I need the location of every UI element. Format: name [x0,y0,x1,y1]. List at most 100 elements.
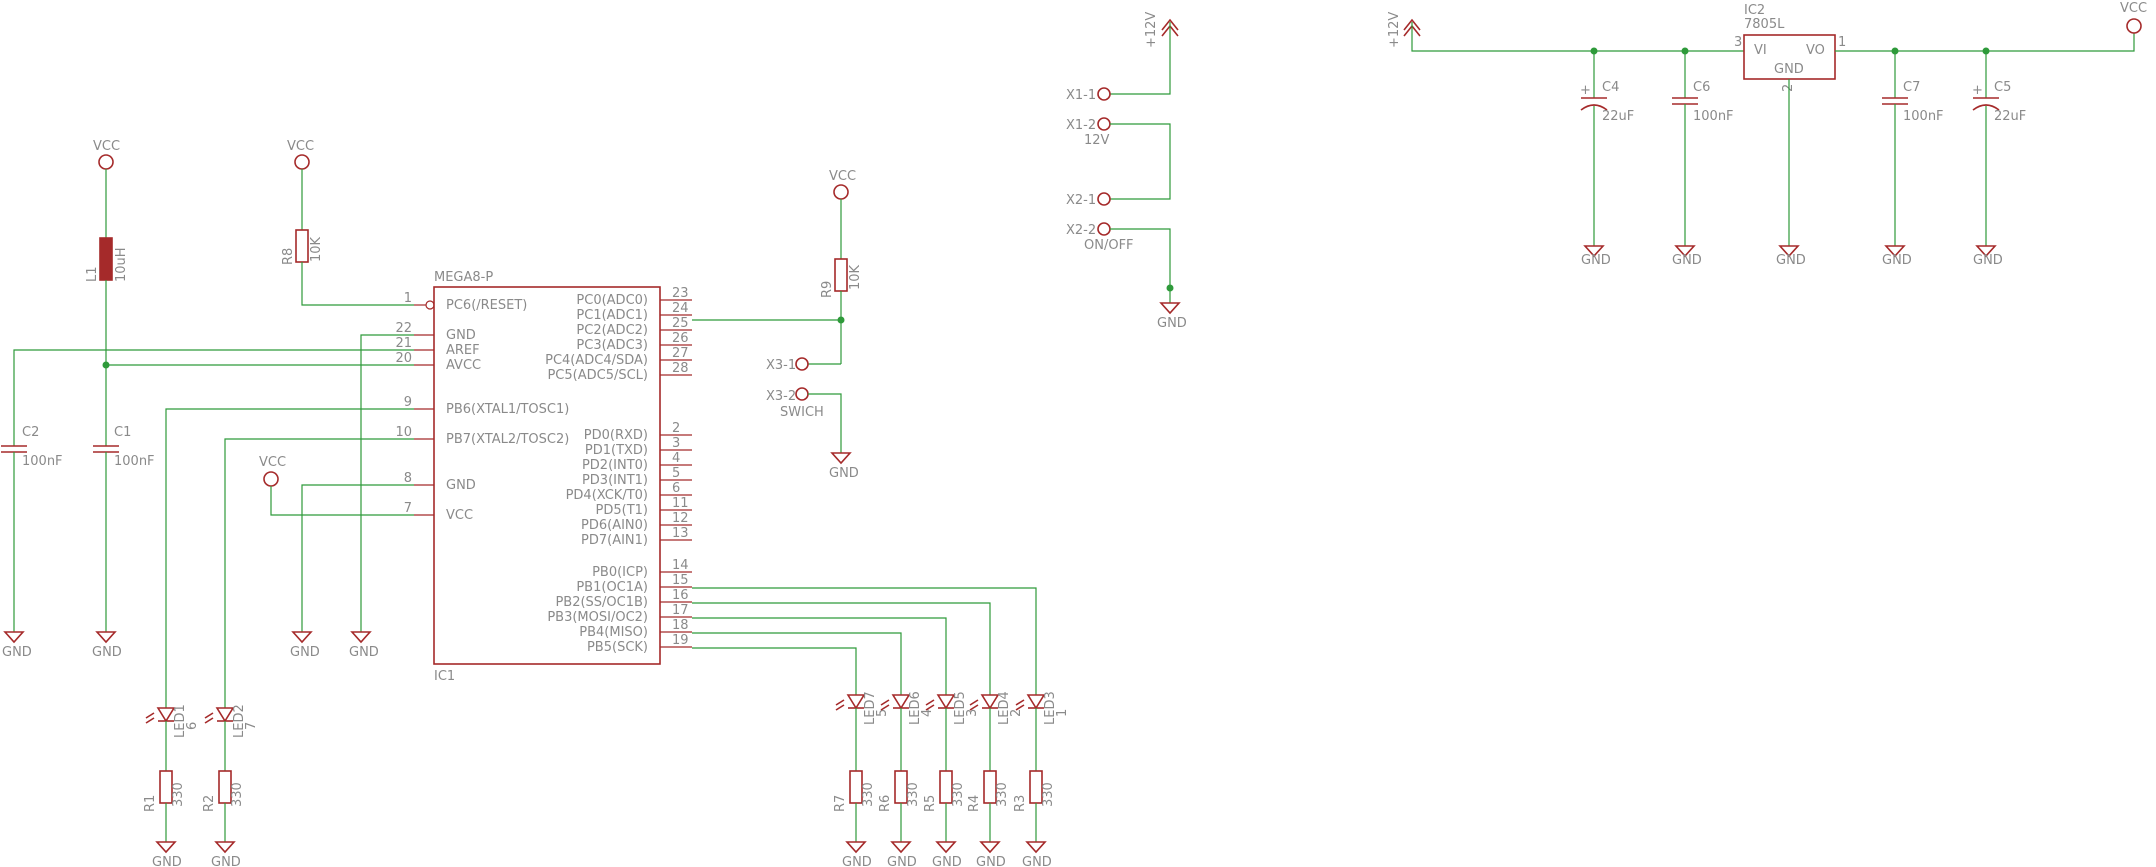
wire-x1-x2 [1110,123,1171,200]
gnd-label-x2: GND [1157,316,1187,331]
ic1-pin-name: GND [446,328,476,343]
gnd-label: GND [1581,253,1611,268]
led-arrow [925,704,935,711]
ic1-pin-number: 1 [404,291,412,306]
x2-2-label: X2-2 [1066,223,1096,238]
ic1-pin-number: 20 [395,351,412,366]
gnd-label-pin8: GND [290,645,320,660]
x3-2-terminal[interactable] [795,387,809,401]
ic1-pin-number: 11 [672,496,689,511]
ic2-gnd: GND [1774,62,1804,77]
ic1-pin-name: VCC [446,508,473,523]
ic1-pin-name: PC6(/RESET) [446,298,527,313]
gnd-label: GND [1973,253,2003,268]
gnd-symbol-pin8 [291,631,313,644]
cap-name: C6 [1693,80,1710,95]
gnd-symbol [890,841,912,854]
ic1-pin-number: 10 [395,425,412,440]
ic1-pin-name: PB0(ICP) [592,565,648,580]
ic1-pin-name: PC2(ADC2) [576,323,648,338]
cap-value: 100nF [1693,109,1734,124]
led-arrow [1015,699,1025,706]
gnd-symbol-ic2 [1778,245,1800,258]
resistor-value: 330 [995,782,1010,807]
gnd-symbol [1025,841,1047,854]
gnd-label: GND [211,855,241,867]
wire-12v-vi [1411,22,1744,52]
gnd-symbol-pin22 [350,631,372,644]
l1-value: 10uH [114,247,129,282]
ic1-pin-number: 25 [672,316,689,331]
gnd-label: GND [152,855,182,867]
ic2-name: IC2 [1744,3,1765,18]
cap-name: C5 [1994,80,2011,95]
vcc-terminal-reg [2126,18,2142,34]
ic1-pin-name: PC5(ADC5/SCL) [547,368,648,383]
resistor-name: R3 [1013,795,1028,812]
led-extra: 1 [1055,709,1070,717]
vcc-terminal-l1 [98,154,114,170]
x1-2-terminal[interactable] [1097,117,1111,131]
c2-value: 100nF [22,454,63,469]
r9-value: 10K [848,264,863,290]
ic1-pin-name: PB5(SCK) [587,640,648,655]
vcc-label-l1: VCC [93,139,120,154]
ic1-pin-name: PB6(XTAL1/TOSC1) [446,402,569,417]
x3-caption: SWICH [780,405,824,420]
ic1-pin-name: PD7(AIN1) [581,533,648,548]
gnd-label: GND [887,855,917,867]
ic1-pin-number: 13 [672,526,689,541]
c2-name: C2 [22,425,39,440]
gnd-symbol [935,841,957,854]
gnd-symbol-c1 [95,631,117,644]
resistor-r8 [295,229,309,263]
ic1-pin-number: 4 [672,451,680,466]
wire-pb2 [692,602,991,695]
led-extra: 6 [185,722,200,730]
ic2-pin-out: 1 [1838,35,1846,50]
ic1-pin-number: 24 [672,301,689,316]
ic1-pin-name: PC3(ADC3) [576,338,648,353]
resistor-name: R7 [833,795,848,812]
supply-arrow-x1-a [1161,18,1179,31]
gnd-label: GND [1882,253,1912,268]
cap-value: 22uF [1994,109,2026,124]
ic1-pin-name: PD3(INT1) [582,473,648,488]
led-name: LED2 [232,704,247,738]
x1-2-label: X1-2 [1066,118,1096,133]
cap-polarity-plus: + [1580,83,1591,98]
x2-1-terminal[interactable] [1097,192,1111,206]
led-extra: 2 [1009,709,1024,717]
led-arrow [1015,704,1025,711]
led-triangle [891,694,911,710]
wire-aref [13,349,414,446]
led-extra: 5 [875,709,890,717]
ic1-pin-number: 22 [395,321,412,336]
x1-1-terminal[interactable] [1097,87,1111,101]
resistor-name: R6 [878,795,893,812]
ic1-pin-name: PD4(XCK/T0) [566,488,648,503]
plus12v-label-reg: +12V [1387,12,1402,48]
gnd-symbol [1583,245,1605,258]
ic1-pin-name: PB1(OC1A) [576,580,648,595]
junction-pc1 [837,316,845,324]
ic1-pin-number: 17 [672,603,689,618]
x3-1-label: X3-1 [766,358,796,373]
ic1-pin-number: 19 [672,633,689,648]
ic1-pin-number: 26 [672,331,689,346]
resistor-value: 330 [951,782,966,807]
ic1-pin-number: 5 [672,466,680,481]
resistor-value: 330 [1041,782,1056,807]
x3-1-terminal[interactable] [795,357,809,371]
led-extra: 7 [244,722,259,730]
vcc-label-reg: VCC [2120,1,2147,16]
led-extra: 3 [965,709,980,717]
wire-pb5 [692,647,857,695]
x2-2-terminal[interactable] [1097,222,1111,236]
led-arrow [969,699,979,706]
led-extra: 4 [920,709,935,717]
r8-value: 10K [309,236,324,262]
cap-name: C7 [1903,80,1920,95]
ic1-pin-number: 18 [672,618,689,633]
